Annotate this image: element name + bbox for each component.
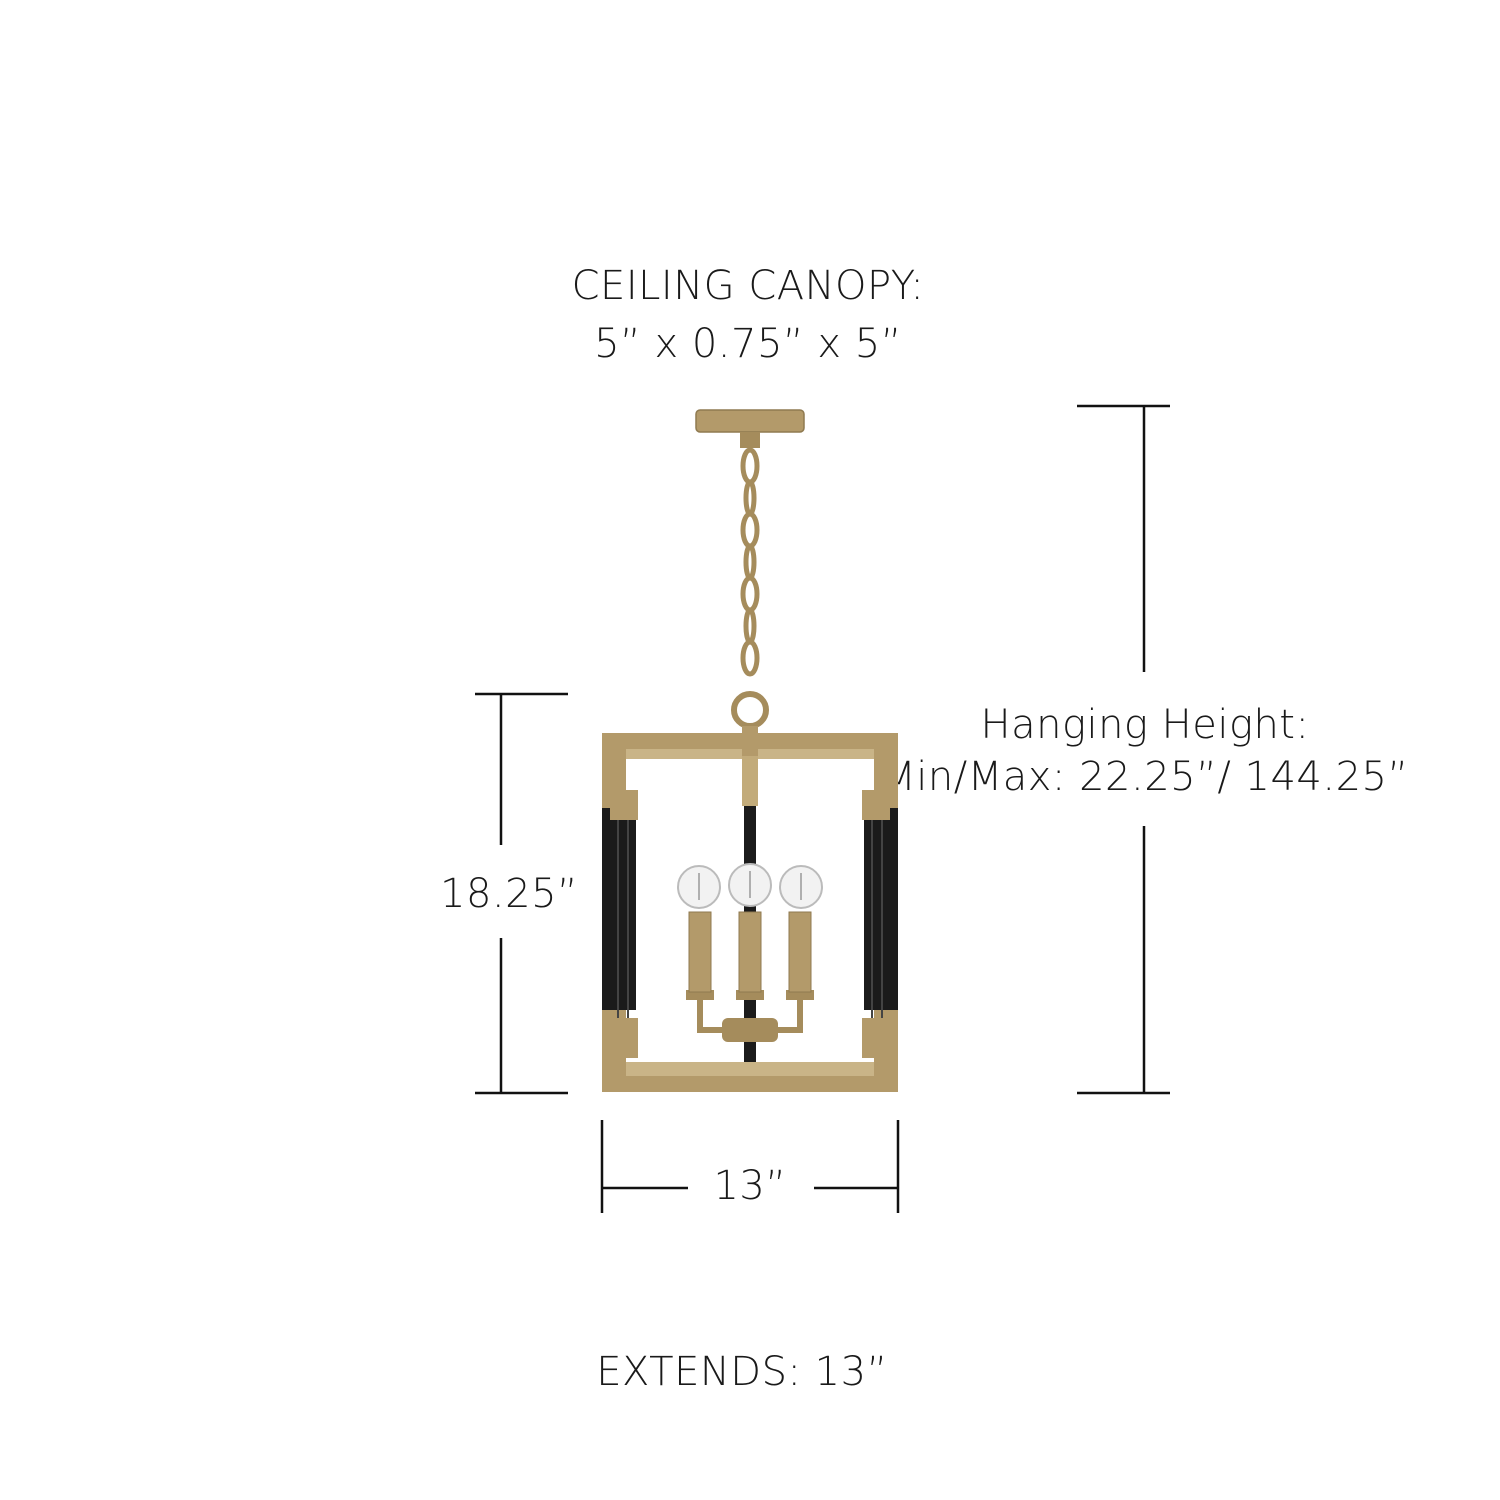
chain (731, 447, 769, 729)
fixture-width-dimension (600, 1120, 900, 1213)
fixture-width-label: 13” (713, 1163, 787, 1209)
extends-label: EXTENDS: 13” (596, 1349, 888, 1395)
candle-cluster (677, 863, 823, 1042)
hanging-height-min-max: Min/Max: 22.25”/ 144.25” (881, 754, 1409, 800)
ceiling-canopy (695, 409, 805, 448)
hanging-height-title: Hanging Height: (980, 702, 1310, 748)
hanging-height-dimension (1077, 404, 1170, 1095)
fixture-height-label: 18.25” (440, 871, 579, 917)
canopy-dimensions: 5” x 0.75” x 5” (594, 321, 902, 367)
fixture-height-dimension (475, 692, 568, 1095)
canopy-title: CEILING CANOPY: (571, 263, 925, 309)
